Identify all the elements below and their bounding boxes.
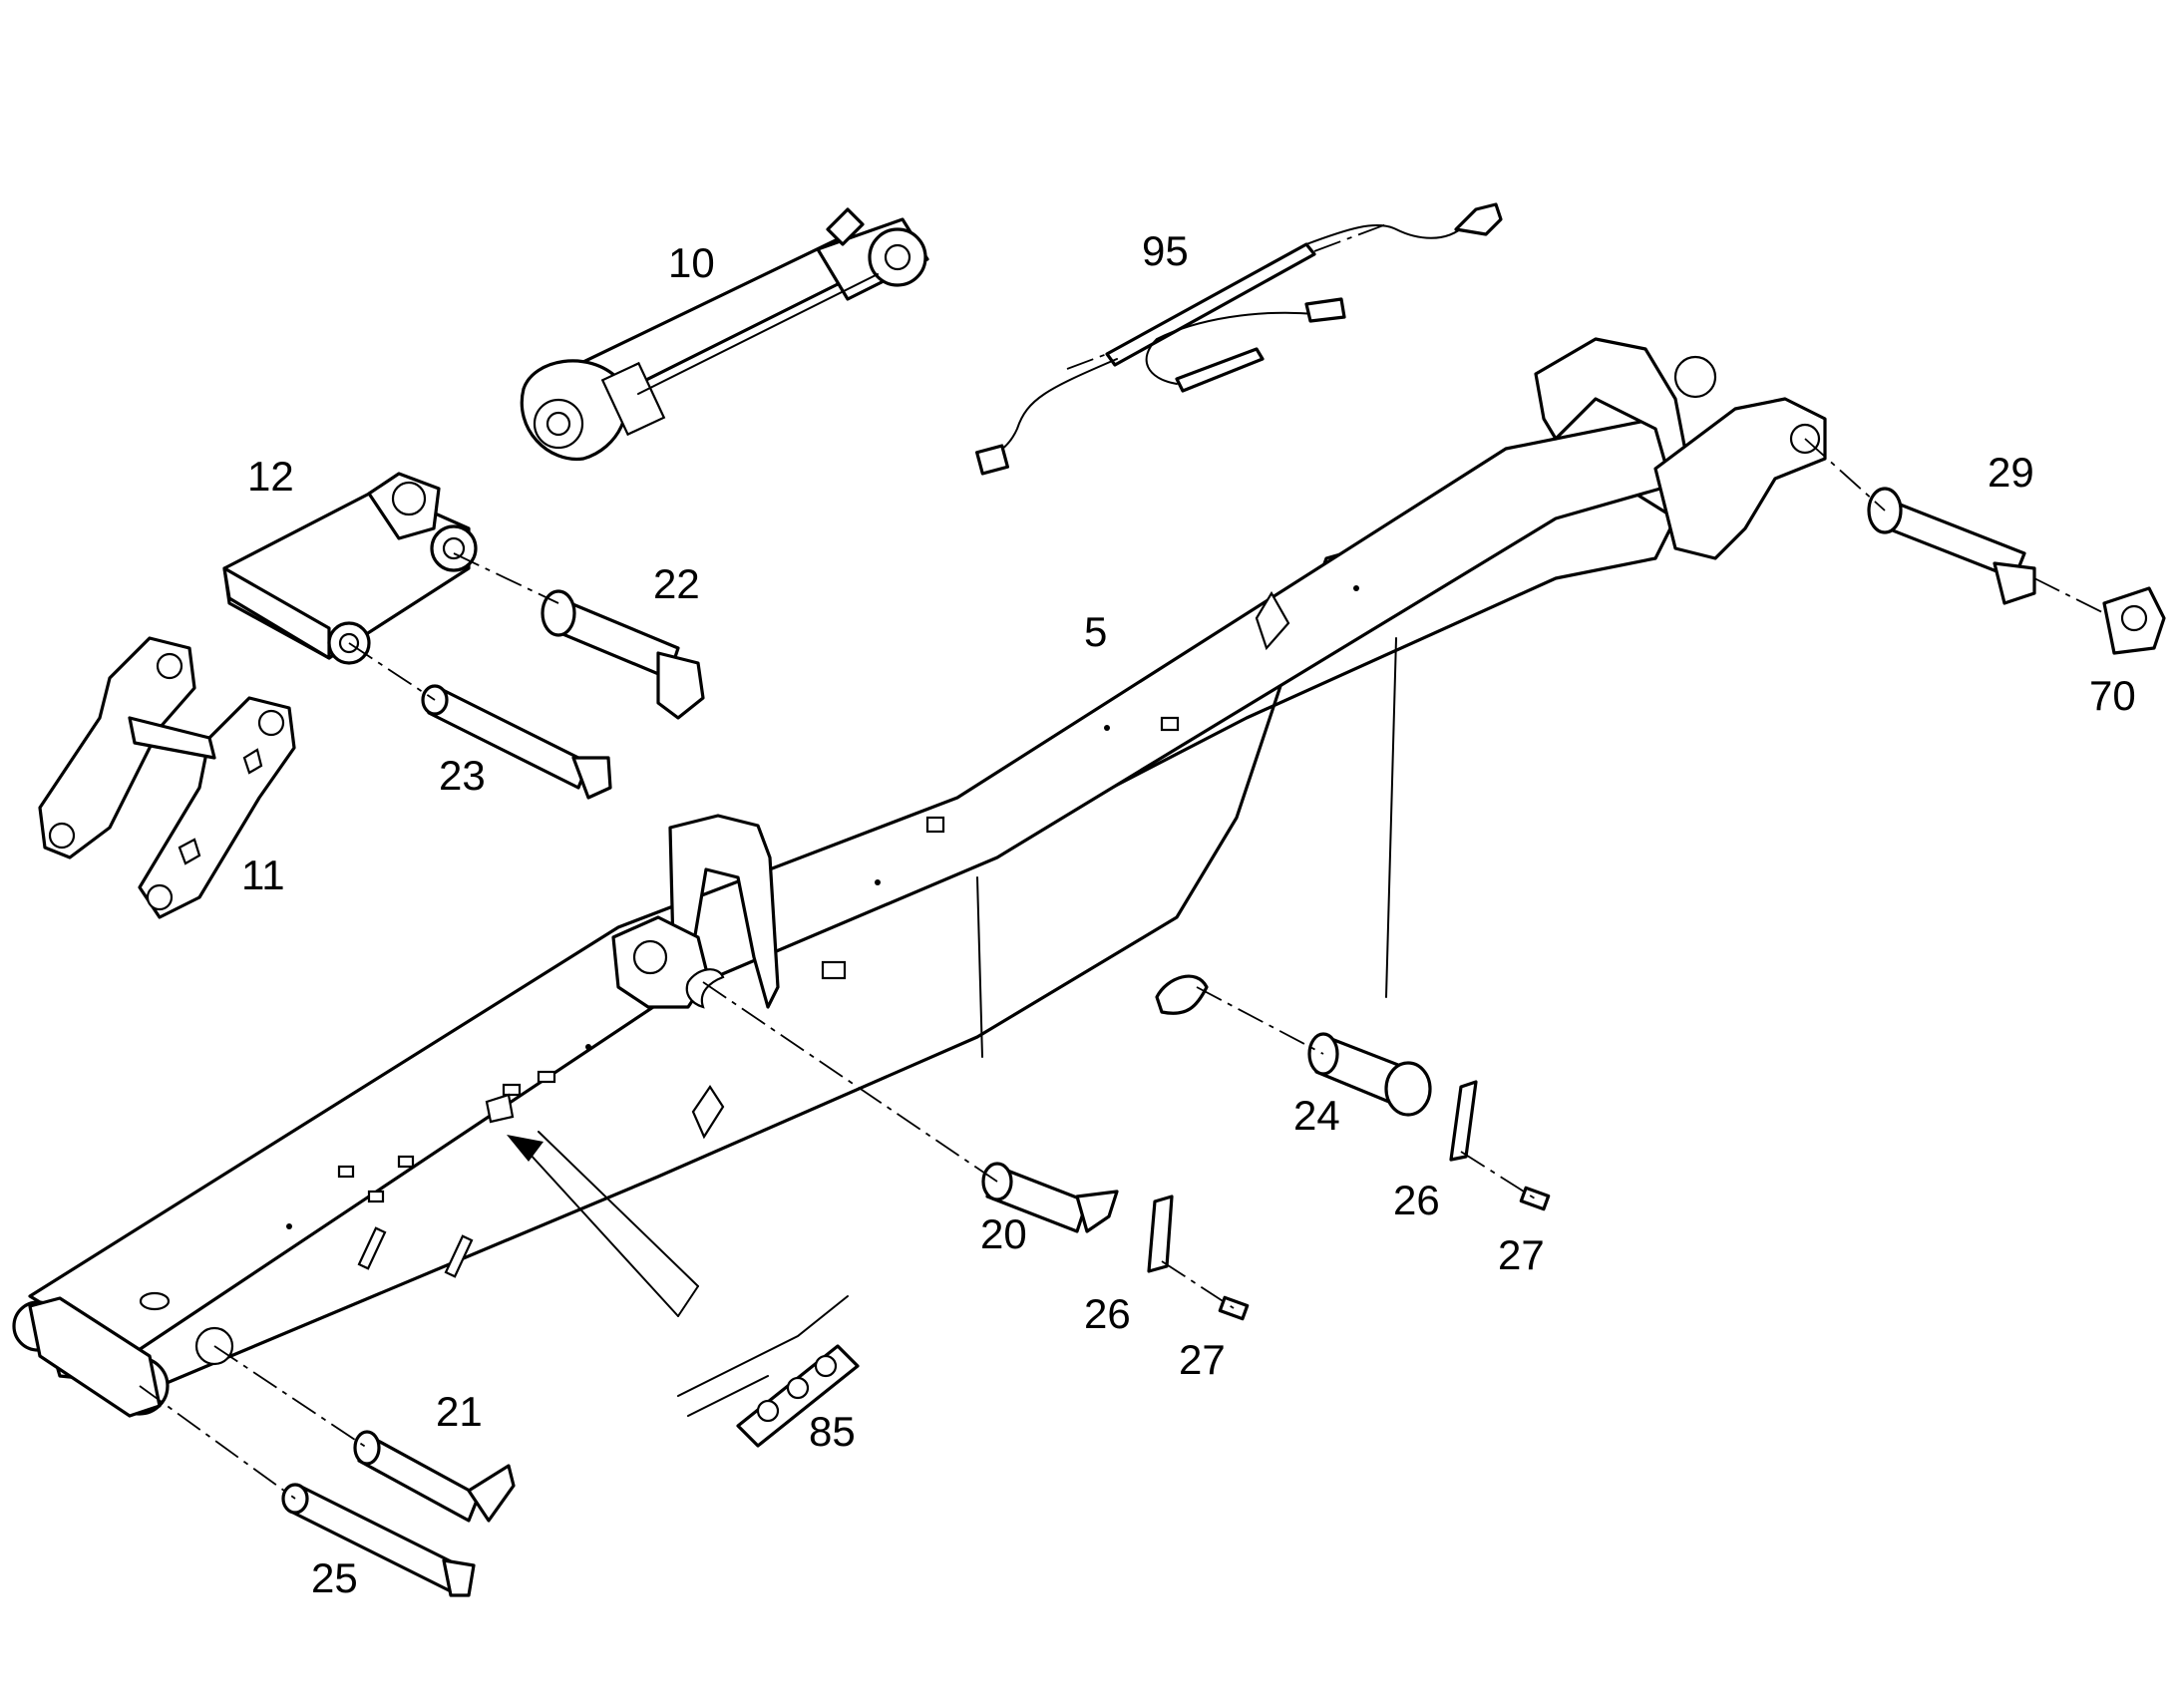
callout-25: 25: [311, 1554, 358, 1601]
callout-95: 95: [1142, 227, 1189, 274]
pin-part-22: [541, 589, 705, 720]
callout-26-a: 26: [1084, 1290, 1131, 1337]
callout-5: 5: [1084, 608, 1107, 655]
callout-labels: 5 10 95 12 22 23 11 29 70 24 26 27 20 26…: [241, 227, 2136, 1601]
link-plates-part-11: [38, 636, 296, 919]
connector-part-70: [2102, 586, 2166, 655]
callout-29: 29: [1988, 449, 2034, 496]
boom-part-5: [12, 337, 1827, 1418]
callout-23: 23: [439, 752, 486, 799]
screw-part-27-b: [1519, 1186, 1551, 1211]
callout-12: 12: [247, 453, 294, 500]
hydraulic-cylinder-part-10: [520, 207, 929, 462]
pin-part-20: [981, 1162, 1119, 1233]
detail-pointer-arrow: [507, 1131, 699, 1317]
callout-27-a: 27: [1179, 1336, 1226, 1383]
valve-block-part-85: [677, 1295, 860, 1448]
pin-part-21: [353, 1430, 516, 1523]
link-bracket-part-12: [222, 472, 478, 665]
callout-10: 10: [668, 239, 715, 286]
callout-85: 85: [809, 1408, 856, 1455]
callout-11: 11: [241, 852, 285, 898]
callout-21: 21: [436, 1388, 483, 1435]
plate-part-26-b: [1449, 1080, 1478, 1162]
assembly-lines: [139, 223, 2105, 1500]
pin-part-24: [1307, 1032, 1432, 1117]
callout-27-b: 27: [1498, 1231, 1545, 1278]
callout-70: 70: [2089, 672, 2136, 719]
wire-harness-part-95: [974, 202, 1503, 476]
pin-part-29: [1867, 487, 2036, 605]
callout-24: 24: [1293, 1092, 1340, 1139]
plate-part-26-a: [1147, 1195, 1174, 1273]
callout-22: 22: [653, 560, 700, 607]
callout-26-b: 26: [1393, 1177, 1440, 1223]
pin-part-23: [421, 684, 612, 800]
callout-20: 20: [980, 1210, 1027, 1257]
